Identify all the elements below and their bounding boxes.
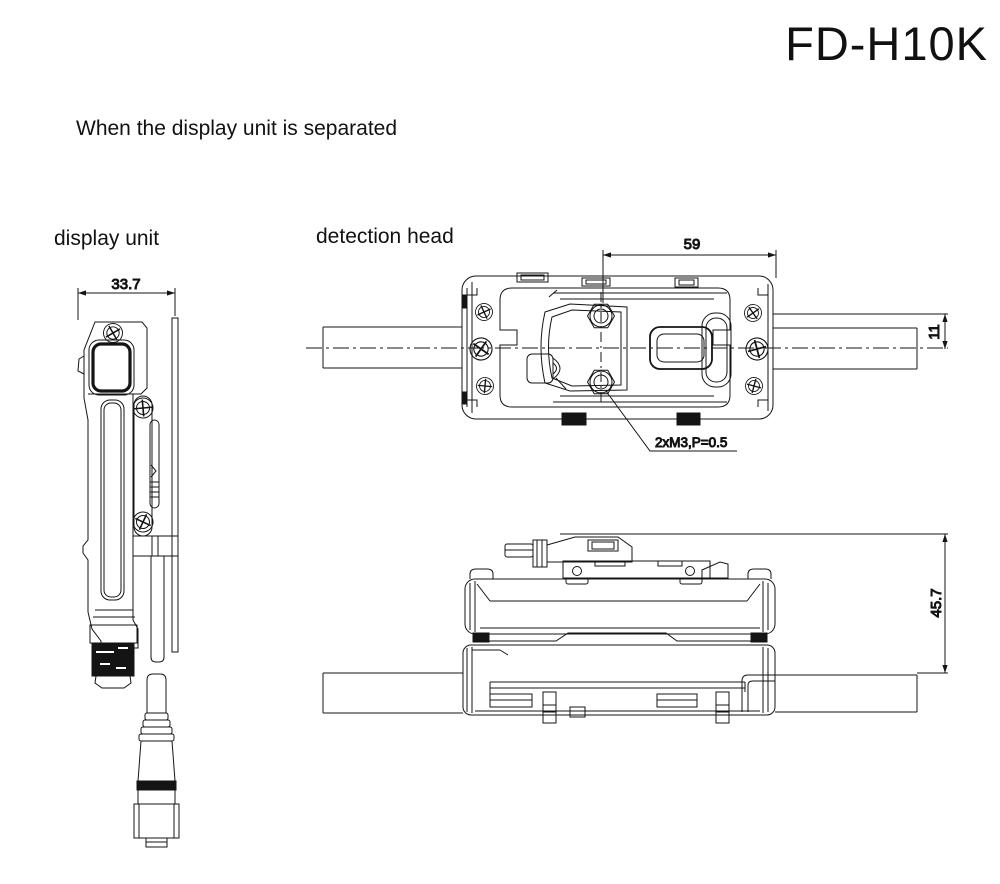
display-pad-outline (88, 339, 135, 396)
screw-icon (742, 302, 764, 324)
dimension-45-7: 45.7 (560, 533, 948, 674)
detection-head-top-view: 59 11 2xM3,P=0.5 (306, 236, 948, 452)
dim-11-text: 11 (926, 324, 943, 340)
detection-head-side-view: 45.7 (322, 533, 948, 724)
latch-lever (149, 419, 160, 509)
clamp-lever (504, 536, 729, 585)
subtitle: When the display unit is separated (76, 117, 397, 140)
screw-icon (472, 373, 498, 399)
pipe-right (775, 674, 918, 713)
side-button (77, 355, 85, 375)
thread-note-text: 2xM3,P=0.5 (655, 435, 727, 450)
detection-head-label: detection head (316, 225, 454, 248)
screw-icon (741, 373, 767, 399)
display-body-outline (82, 321, 148, 649)
dim-33-7-text: 33.7 (111, 276, 140, 293)
pipe-left (322, 672, 463, 714)
dimension-11: 11 (926, 314, 948, 349)
display-unit-drawing: 33.7 (77, 276, 180, 848)
display-unit-label: display unit (54, 227, 159, 250)
head-body-outline (461, 275, 774, 420)
dim-45-7-text: 45.7 (928, 588, 945, 617)
pipe-right (773, 327, 918, 370)
dimension-59: 59 (602, 236, 777, 303)
screw-icon (100, 320, 126, 346)
pipe-left (322, 326, 462, 369)
dimension-33-7: 33.7 (77, 276, 176, 320)
sensor-window (649, 326, 713, 370)
page-title: FD-H10K (785, 17, 988, 70)
thread-note: 2xM3,P=0.5 (605, 390, 737, 452)
screw-icon (472, 300, 496, 324)
cable-plug (133, 673, 180, 848)
mount-panel (171, 317, 179, 653)
inner-frame (499, 287, 731, 408)
head-lid (464, 578, 776, 635)
display-pad (91, 342, 132, 393)
cable (150, 556, 165, 663)
dim-59-text: 59 (684, 236, 701, 253)
head-base (462, 644, 776, 716)
